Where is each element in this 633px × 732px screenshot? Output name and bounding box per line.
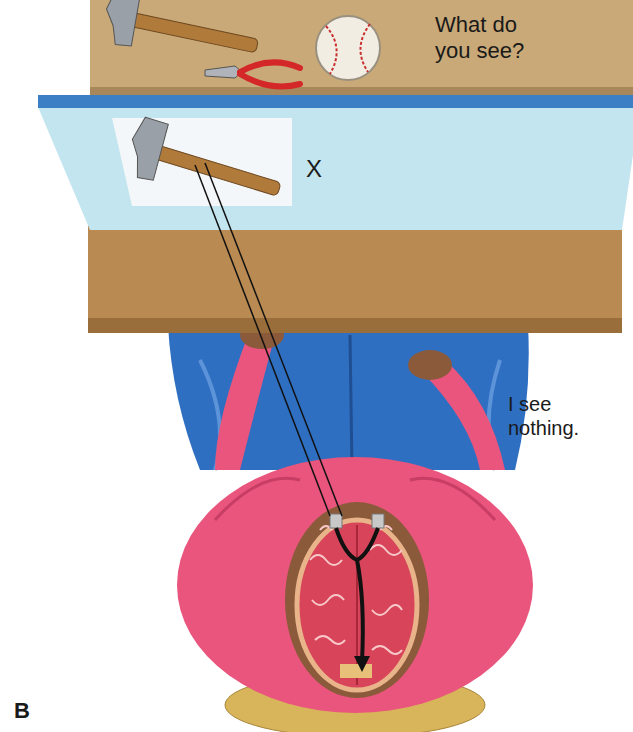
screen-panel [38,107,633,230]
visual-pathway [336,528,378,662]
prompt-text: What do you see? [435,12,535,64]
head [285,502,429,698]
hammer-head [100,0,143,48]
board-hammer [100,0,263,73]
board-panel [90,0,633,97]
panel-letter: B [14,698,44,724]
pathway-arrowhead [354,656,370,672]
table-box [88,225,622,333]
baseball [316,16,380,80]
baseball-stitches [326,24,370,74]
fixation-mark: X [306,155,336,183]
board-outline [90,0,633,97]
optic-nerve [372,514,384,528]
hammer-head [122,115,170,182]
shirt [177,457,533,713]
screen-outline [38,95,633,230]
pliers-handle [240,62,300,72]
screen-card [112,118,292,206]
jeans-seam [350,335,352,470]
right-hand [408,350,452,380]
table-box-edge [88,318,622,333]
jeans [168,325,529,470]
screen-top-bar [38,95,633,108]
speech-text: I see nothing. [508,392,608,440]
display-board: What do you see? [90,0,633,97]
optic-nerve [330,514,342,528]
left-arm [215,330,275,470]
pliers [205,62,300,86]
pliers-jaw [205,66,242,78]
screen-panel: X [38,95,633,230]
hammer-handle [148,143,281,196]
brain [297,520,417,690]
sight-line [205,163,342,516]
visual-cortex [340,664,372,678]
screen-hammer [122,115,288,218]
sight-line [195,165,330,516]
hammer-handle [124,11,259,53]
pliers-handle [240,74,300,86]
